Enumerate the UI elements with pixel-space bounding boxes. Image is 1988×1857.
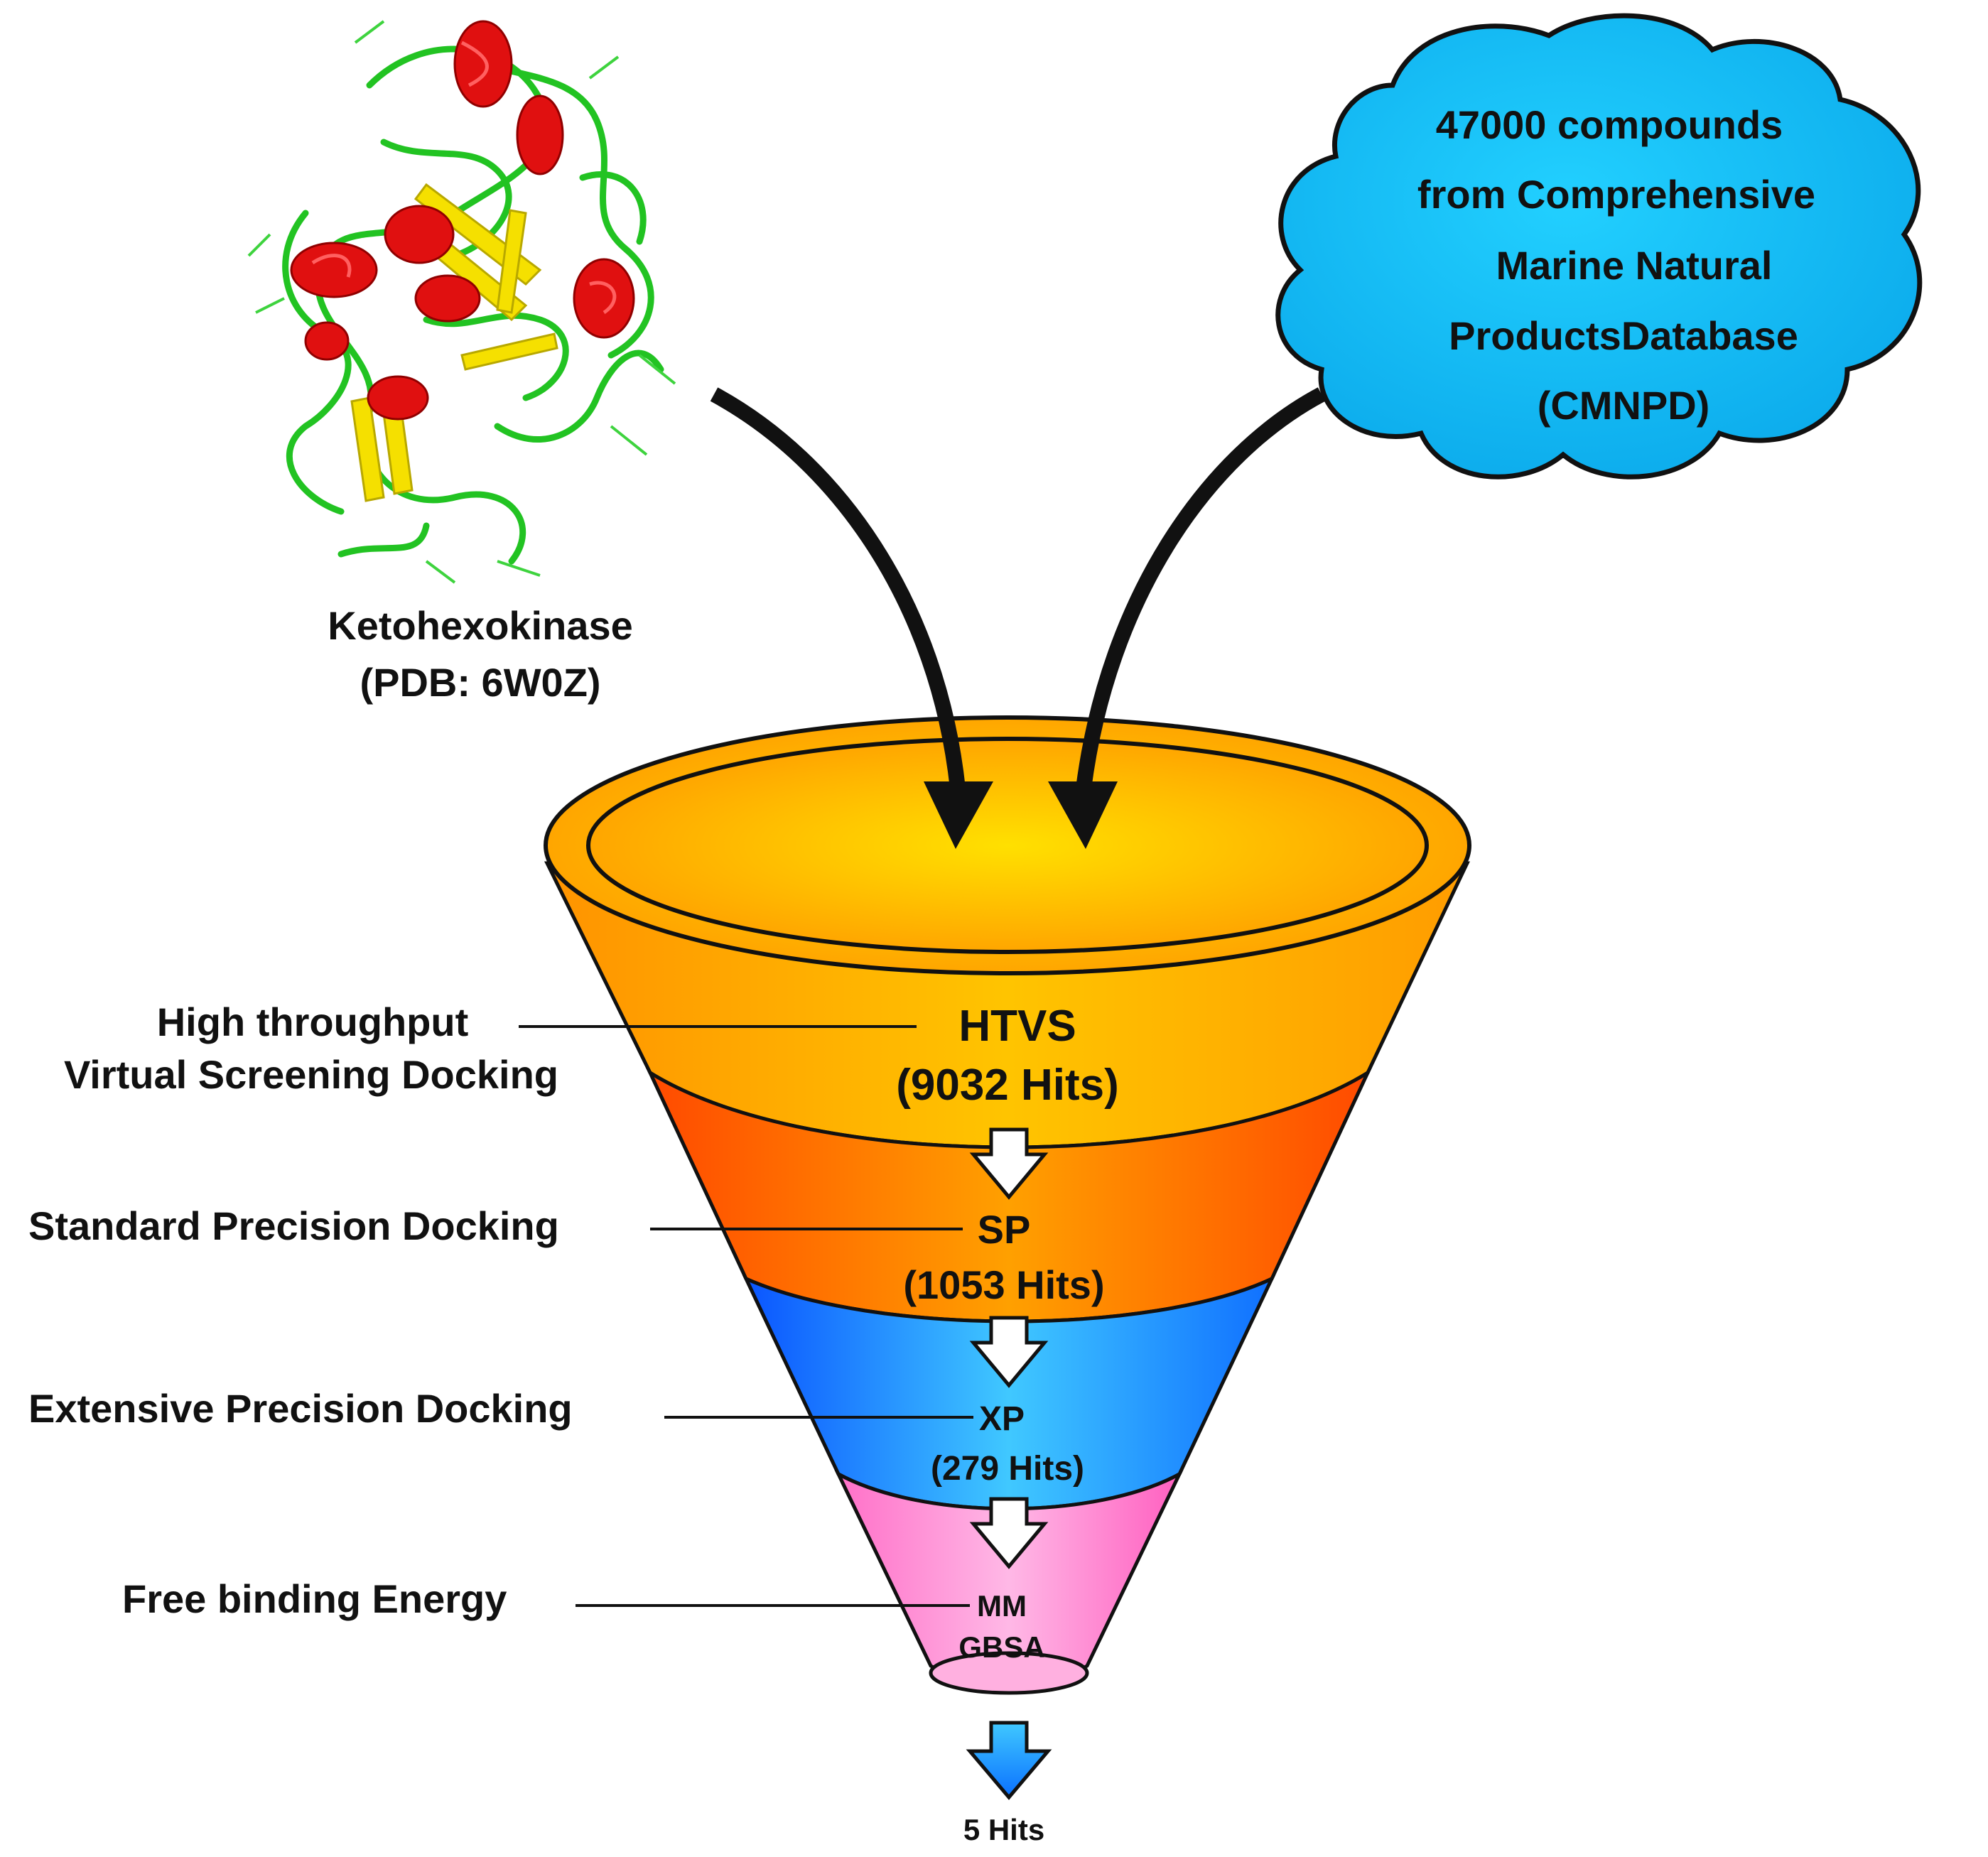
funnel xyxy=(544,715,1471,1695)
result-hits-label: 5 Hits xyxy=(963,1813,1044,1846)
database-line-2: from Comprehensive xyxy=(1417,172,1815,217)
stage-xp-label: Extensive Precision Docking xyxy=(28,1386,573,1431)
stage-arrow-xp-mmgbsa xyxy=(969,1497,1049,1569)
stage-xp-code: XP xyxy=(979,1400,1025,1438)
stage-sp-hits: (1053 Hits) xyxy=(903,1262,1104,1307)
stage-arrows xyxy=(969,1127,1049,1569)
stage-mmgbsa-code: MM xyxy=(977,1589,1027,1623)
funnel-rim-inner xyxy=(586,737,1429,954)
database-line-5: (CMNPD) xyxy=(1538,383,1710,428)
database-cloud: 47000 compounds from Comprehensive Marin… xyxy=(1275,13,1923,480)
stage-sp-label: Standard Precision Docking xyxy=(28,1203,559,1248)
database-line-4: ProductsDatabase xyxy=(1449,313,1798,358)
protein-name: Ketohexokinase xyxy=(328,603,633,648)
stage-arrow-htvs-sp xyxy=(969,1127,1049,1200)
stage-arrow-sp-xp xyxy=(969,1316,1049,1388)
stage-mmgbsa-hits: GBSA xyxy=(958,1630,1044,1664)
database-line-1: 47000 compounds xyxy=(1436,102,1783,147)
stage-xp-hits: (279 Hits) xyxy=(931,1450,1084,1488)
stage-htvs-code: HTVS xyxy=(958,1002,1076,1051)
protein-structure-image xyxy=(247,20,676,584)
stage-htvs-label-2: Virtual Screening Docking xyxy=(64,1052,558,1097)
protein-pdb-id: (PDB: 6W0Z) xyxy=(360,660,600,705)
stage-mmgbsa-label: Free binding Energy xyxy=(122,1576,507,1621)
funnel-bottom-opening xyxy=(929,1651,1089,1695)
stage-sp-code: SP xyxy=(978,1207,1031,1252)
protein-arrow-head xyxy=(924,781,993,849)
connector-lines xyxy=(519,1025,973,1607)
database-input-arrow xyxy=(1076,387,1326,790)
input-arrows xyxy=(710,387,1326,849)
protein-input-arrow xyxy=(710,387,966,790)
database-arrow-head xyxy=(1048,781,1118,849)
stage-htvs-hits: (9032 Hits) xyxy=(896,1061,1119,1110)
stage-htvs-label-1: High throughput xyxy=(157,1000,469,1044)
database-line-3: Marine Natural xyxy=(1496,243,1773,288)
output-arrow xyxy=(966,1721,1052,1800)
